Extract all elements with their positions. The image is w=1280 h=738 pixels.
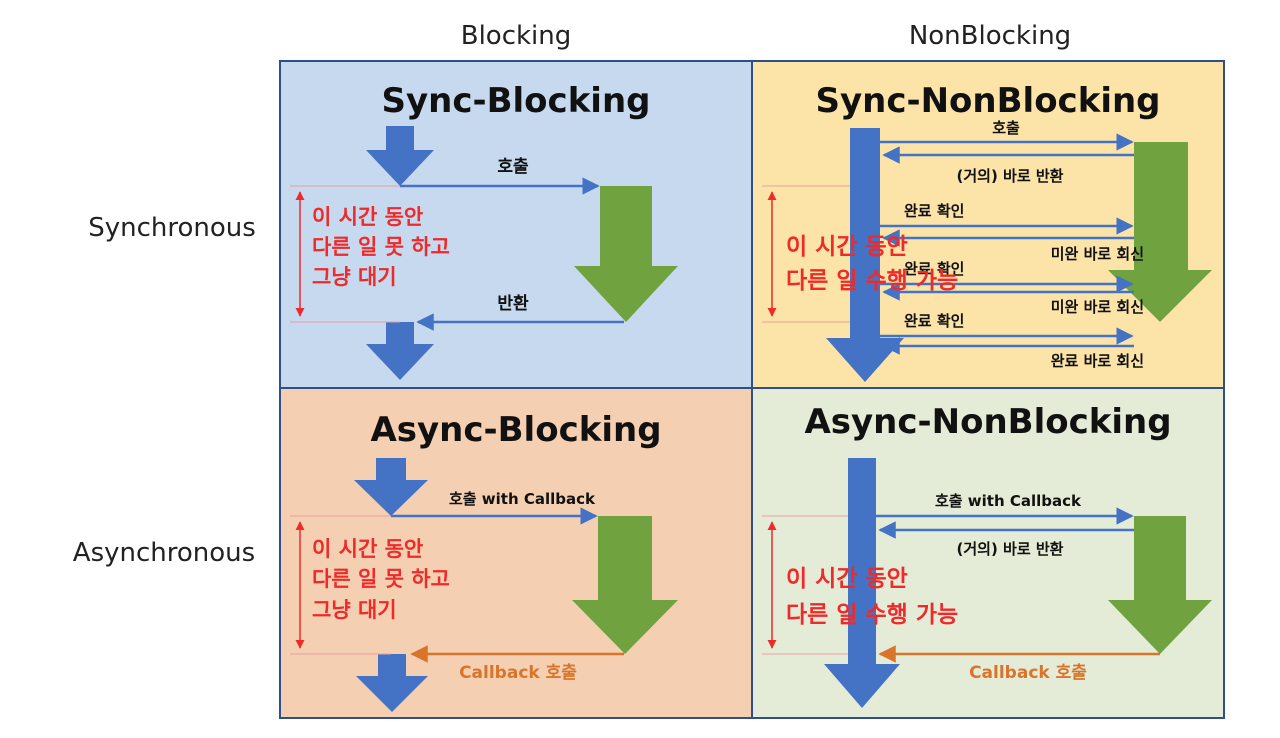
wait-text-line3: 그냥 대기 bbox=[312, 265, 397, 289]
async-nonblocking-group: Async-NonBlocking 호출 with Callback (거의) … bbox=[762, 402, 1212, 708]
caller-arrow-top bbox=[366, 126, 434, 186]
reply-label-3: 완료 바로 회신 bbox=[1051, 352, 1144, 370]
immediate-return-label: (거의) 바로 반환 bbox=[957, 167, 1064, 185]
work-text-line2: 다른 일 수행 가능 bbox=[786, 602, 958, 628]
callback-label: Callback 호출 bbox=[459, 663, 577, 683]
caller-arrow-bottom bbox=[356, 654, 428, 712]
wait-text-line2: 다른 일 못 하고 bbox=[312, 567, 450, 591]
wait-text-line3: 그냥 대기 bbox=[312, 598, 397, 622]
sync-nonblocking-group: Sync-NonBlocking 호출 (거의) 바로 반환 완료 확인 미완 … bbox=[762, 81, 1212, 382]
caller-arrow bbox=[824, 458, 900, 708]
sync-blocking-title: Sync-Blocking bbox=[381, 81, 650, 121]
call-label: 호출 with Callback bbox=[449, 490, 596, 508]
column-header-blocking: Blocking bbox=[461, 21, 572, 51]
quadrant-sync-blocking bbox=[279, 60, 753, 389]
work-text-line1: 이 시간 동안 bbox=[786, 566, 908, 592]
row-header-synchronous: Synchronous bbox=[88, 213, 256, 243]
caller-arrow-bottom bbox=[366, 322, 434, 380]
quadrant-async-blocking bbox=[279, 387, 753, 719]
sync-blocking-group: Sync-Blocking 호출 반환 이 시간 동안 다른 일 못 하고 그냥… bbox=[290, 81, 678, 380]
reply-label-2: 미완 바로 회신 bbox=[1051, 298, 1144, 316]
callback-label: Callback 호출 bbox=[969, 663, 1087, 683]
callee-arrow bbox=[572, 516, 678, 654]
work-text-line2: 다른 일 수행 가능 bbox=[786, 268, 958, 294]
callee-arrow bbox=[1108, 516, 1212, 654]
async-blocking-title: Async-Blocking bbox=[370, 410, 661, 450]
immediate-return-label: (거의) 바로 반환 bbox=[957, 540, 1064, 558]
call-label: 호출 bbox=[992, 119, 1020, 137]
work-text-line1: 이 시간 동안 bbox=[786, 234, 908, 260]
sync-nonblocking-title: Sync-NonBlocking bbox=[815, 81, 1160, 121]
row-header-asynchronous: Asynchronous bbox=[73, 538, 255, 568]
caller-arrow bbox=[826, 128, 904, 382]
call-label: 호출 with Callback bbox=[935, 492, 1082, 510]
callee-arrow bbox=[1108, 142, 1212, 322]
column-header-nonblocking: NonBlocking bbox=[909, 21, 1071, 51]
reply-label-1: 미완 바로 회신 bbox=[1051, 245, 1144, 263]
check-label-1: 완료 확인 bbox=[904, 202, 964, 220]
wait-text-line2: 다른 일 못 하고 bbox=[312, 235, 450, 259]
check-label-3: 완료 확인 bbox=[904, 312, 964, 330]
wait-text-line1: 이 시간 동안 bbox=[312, 537, 423, 561]
callee-arrow bbox=[574, 186, 678, 322]
call-label: 호출 bbox=[497, 157, 529, 177]
async-blocking-group: Async-Blocking 호출 with Callback Callback… bbox=[290, 410, 678, 712]
wait-text-line1: 이 시간 동안 bbox=[312, 205, 423, 229]
check-label-2: 완료 확인 bbox=[904, 260, 964, 278]
return-label: 반환 bbox=[497, 294, 529, 314]
async-nonblocking-title: Async-NonBlocking bbox=[804, 402, 1171, 442]
caller-arrow-top bbox=[354, 458, 428, 516]
